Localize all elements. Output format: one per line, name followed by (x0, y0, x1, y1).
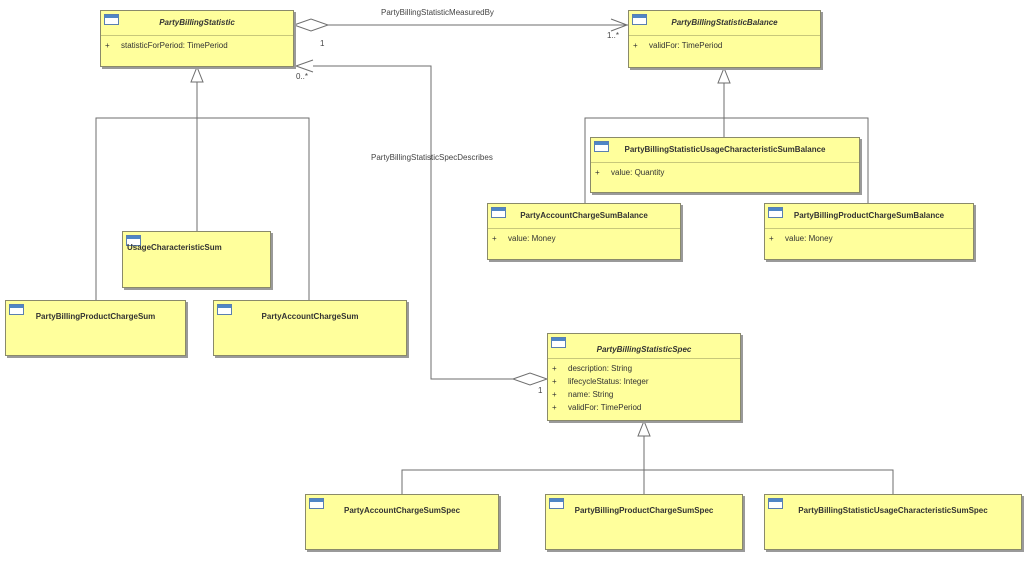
class-icon (309, 498, 324, 509)
class-icon (594, 141, 609, 152)
class-name: PartyBillingStatisticUsageCharacteristic… (624, 145, 826, 154)
class-header: PartyAccountChargeSumBalance (488, 204, 680, 229)
class-usage-characteristic-sum-spec[interactable]: PartyBillingStatisticUsageCharacteristic… (764, 494, 1022, 550)
class-icon (126, 235, 141, 246)
attribute-text: validFor: TimePeriod (649, 41, 723, 50)
attribute-row: + value: Money (769, 232, 973, 245)
spec-generalization-arrowhead (637, 419, 651, 437)
attribute-row: + validFor: TimePeriod (633, 39, 820, 52)
class-icon (768, 207, 783, 218)
attribute-list: + validFor: TimePeriod (629, 36, 820, 52)
measured-by-aggregation-diamond (292, 18, 330, 32)
measured-by-source-multiplicity: 1 (320, 39, 325, 48)
attribute-row: + statisticForPeriod: TimePeriod (105, 39, 293, 52)
class-name: PartyBillingProductChargeSum (35, 312, 156, 321)
statistic-generalization-arrowhead (190, 65, 204, 83)
class-name: PartyBillingStatisticBalance (671, 18, 778, 27)
spec-generalization-bus (401, 469, 894, 494)
attribute-text: value: Money (508, 234, 556, 243)
spec-describes-association-line (313, 65, 513, 380)
class-product-charge-sum-spec[interactable]: PartyBillingProductChargeSumSpec (545, 494, 743, 550)
attribute-text: statisticForPeriod: TimePeriod (121, 41, 228, 50)
class-name: PartyBillingProductChargeSumSpec (574, 506, 714, 515)
class-header: PartyBillingStatistic (101, 11, 293, 36)
class-name: PartyBillingStatisticSpec (596, 345, 692, 354)
class-name: PartyBillingProductChargeSumBalance (793, 211, 945, 220)
class-header: PartyAccountChargeSum (214, 301, 406, 325)
measured-by-arrowhead (610, 18, 629, 32)
class-product-charge-sum[interactable]: PartyBillingProductChargeSum (5, 300, 186, 356)
class-icon (768, 498, 783, 509)
class-name: PartyAccountChargeSumBalance (520, 211, 648, 220)
attribute-row: + lifecycleStatus: Integer (552, 375, 740, 388)
class-usage-characteristic-sum-balance[interactable]: PartyBillingStatisticUsageCharacteristic… (590, 137, 860, 193)
attribute-visibility: + (595, 168, 600, 177)
attribute-visibility: + (769, 234, 774, 243)
class-party-billing-statistic[interactable]: PartyBillingStatistic + statisticForPerio… (100, 10, 294, 67)
attribute-row: + description: String (552, 362, 740, 375)
attribute-list: + value: Money (765, 229, 973, 245)
class-header: PartyBillingStatisticUsageCharacteristic… (591, 138, 859, 163)
class-header: PartyBillingProductChargeSumSpec (546, 495, 742, 519)
class-header: PartyAccountChargeSumSpec (306, 495, 498, 519)
class-icon (217, 304, 232, 315)
measured-by-label: PartyBillingStatisticMeasuredBy (381, 8, 494, 17)
spec-describes-source-multiplicity: 1 (538, 386, 543, 395)
attribute-visibility: + (633, 41, 638, 50)
class-name: PartyAccountChargeSum (261, 312, 359, 321)
spec-describes-label: PartyBillingStatisticSpecDescribes (371, 153, 493, 162)
class-party-billing-statistic-balance[interactable]: PartyBillingStatisticBalance + validFor: … (628, 10, 821, 68)
attribute-text: value: Quantity (611, 168, 665, 177)
attribute-visibility: + (492, 234, 497, 243)
class-account-charge-sum[interactable]: PartyAccountChargeSum (213, 300, 407, 356)
class-header: UsageCharacteristicSum (123, 235, 270, 261)
balance-generalization-arrowhead (717, 66, 731, 84)
class-icon (104, 14, 119, 25)
class-icon (549, 498, 564, 509)
balance-generalization-bus (584, 117, 869, 203)
attribute-visibility: + (552, 377, 557, 386)
spec-describes-arrowhead (294, 59, 314, 73)
class-icon (632, 14, 647, 25)
attribute-text: name: String (568, 390, 614, 399)
class-header: PartyBillingProductChargeSum (6, 301, 185, 325)
measured-by-target-multiplicity: 1..* (607, 31, 620, 40)
attribute-list: + statisticForPeriod: TimePeriod (101, 36, 293, 52)
attribute-text: description: String (568, 364, 633, 373)
class-product-charge-sum-balance[interactable]: PartyBillingProductChargeSumBalance + val… (764, 203, 974, 260)
attribute-text: validFor: TimePeriod (568, 403, 642, 412)
attribute-visibility: + (552, 403, 557, 412)
class-name: PartyBillingStatisticUsageCharacteristic… (798, 506, 988, 515)
attribute-visibility: + (552, 364, 557, 373)
class-header: PartyBillingStatisticUsageCharacteristic… (765, 495, 1021, 519)
class-icon (491, 207, 506, 218)
attribute-visibility: + (552, 390, 557, 399)
class-icon (551, 337, 566, 348)
attribute-visibility: + (105, 41, 110, 50)
class-account-charge-sum-spec[interactable]: PartyAccountChargeSumSpec (305, 494, 499, 550)
class-name: PartyBillingStatistic (159, 18, 235, 27)
class-usage-characteristic-sum[interactable]: UsageCharacteristicSum (122, 231, 271, 288)
attribute-row: + value: Quantity (595, 166, 859, 179)
attribute-text: value: Money (785, 234, 833, 243)
class-name: UsageCharacteristicSum (127, 243, 222, 252)
attribute-row: + value: Money (492, 232, 680, 245)
class-account-charge-sum-balance[interactable]: PartyAccountChargeSumBalance + value: Mon… (487, 203, 681, 260)
attribute-list: + description: String + lifecycleStatus: I… (548, 359, 740, 414)
class-header: PartyBillingStatisticBalance (629, 11, 820, 36)
attribute-row: + validFor: TimePeriod (552, 401, 740, 414)
class-party-billing-statistic-spec[interactable]: PartyBillingStatisticSpec + description: … (547, 333, 741, 421)
attribute-text: lifecycleStatus: Integer (568, 377, 649, 386)
statistic-generalization-bus (95, 117, 310, 300)
spec-describes-target-multiplicity: 0..* (296, 72, 309, 81)
attribute-list: + value: Quantity (591, 163, 859, 179)
class-header: PartyBillingProductChargeSumBalance (765, 204, 973, 229)
attribute-row: + name: String (552, 388, 740, 401)
class-header: PartyBillingStatisticSpec (548, 334, 740, 359)
class-icon (9, 304, 24, 315)
spec-describes-aggregation-diamond (511, 372, 549, 386)
attribute-list: + value: Money (488, 229, 680, 245)
class-name: PartyAccountChargeSumSpec (343, 506, 461, 515)
